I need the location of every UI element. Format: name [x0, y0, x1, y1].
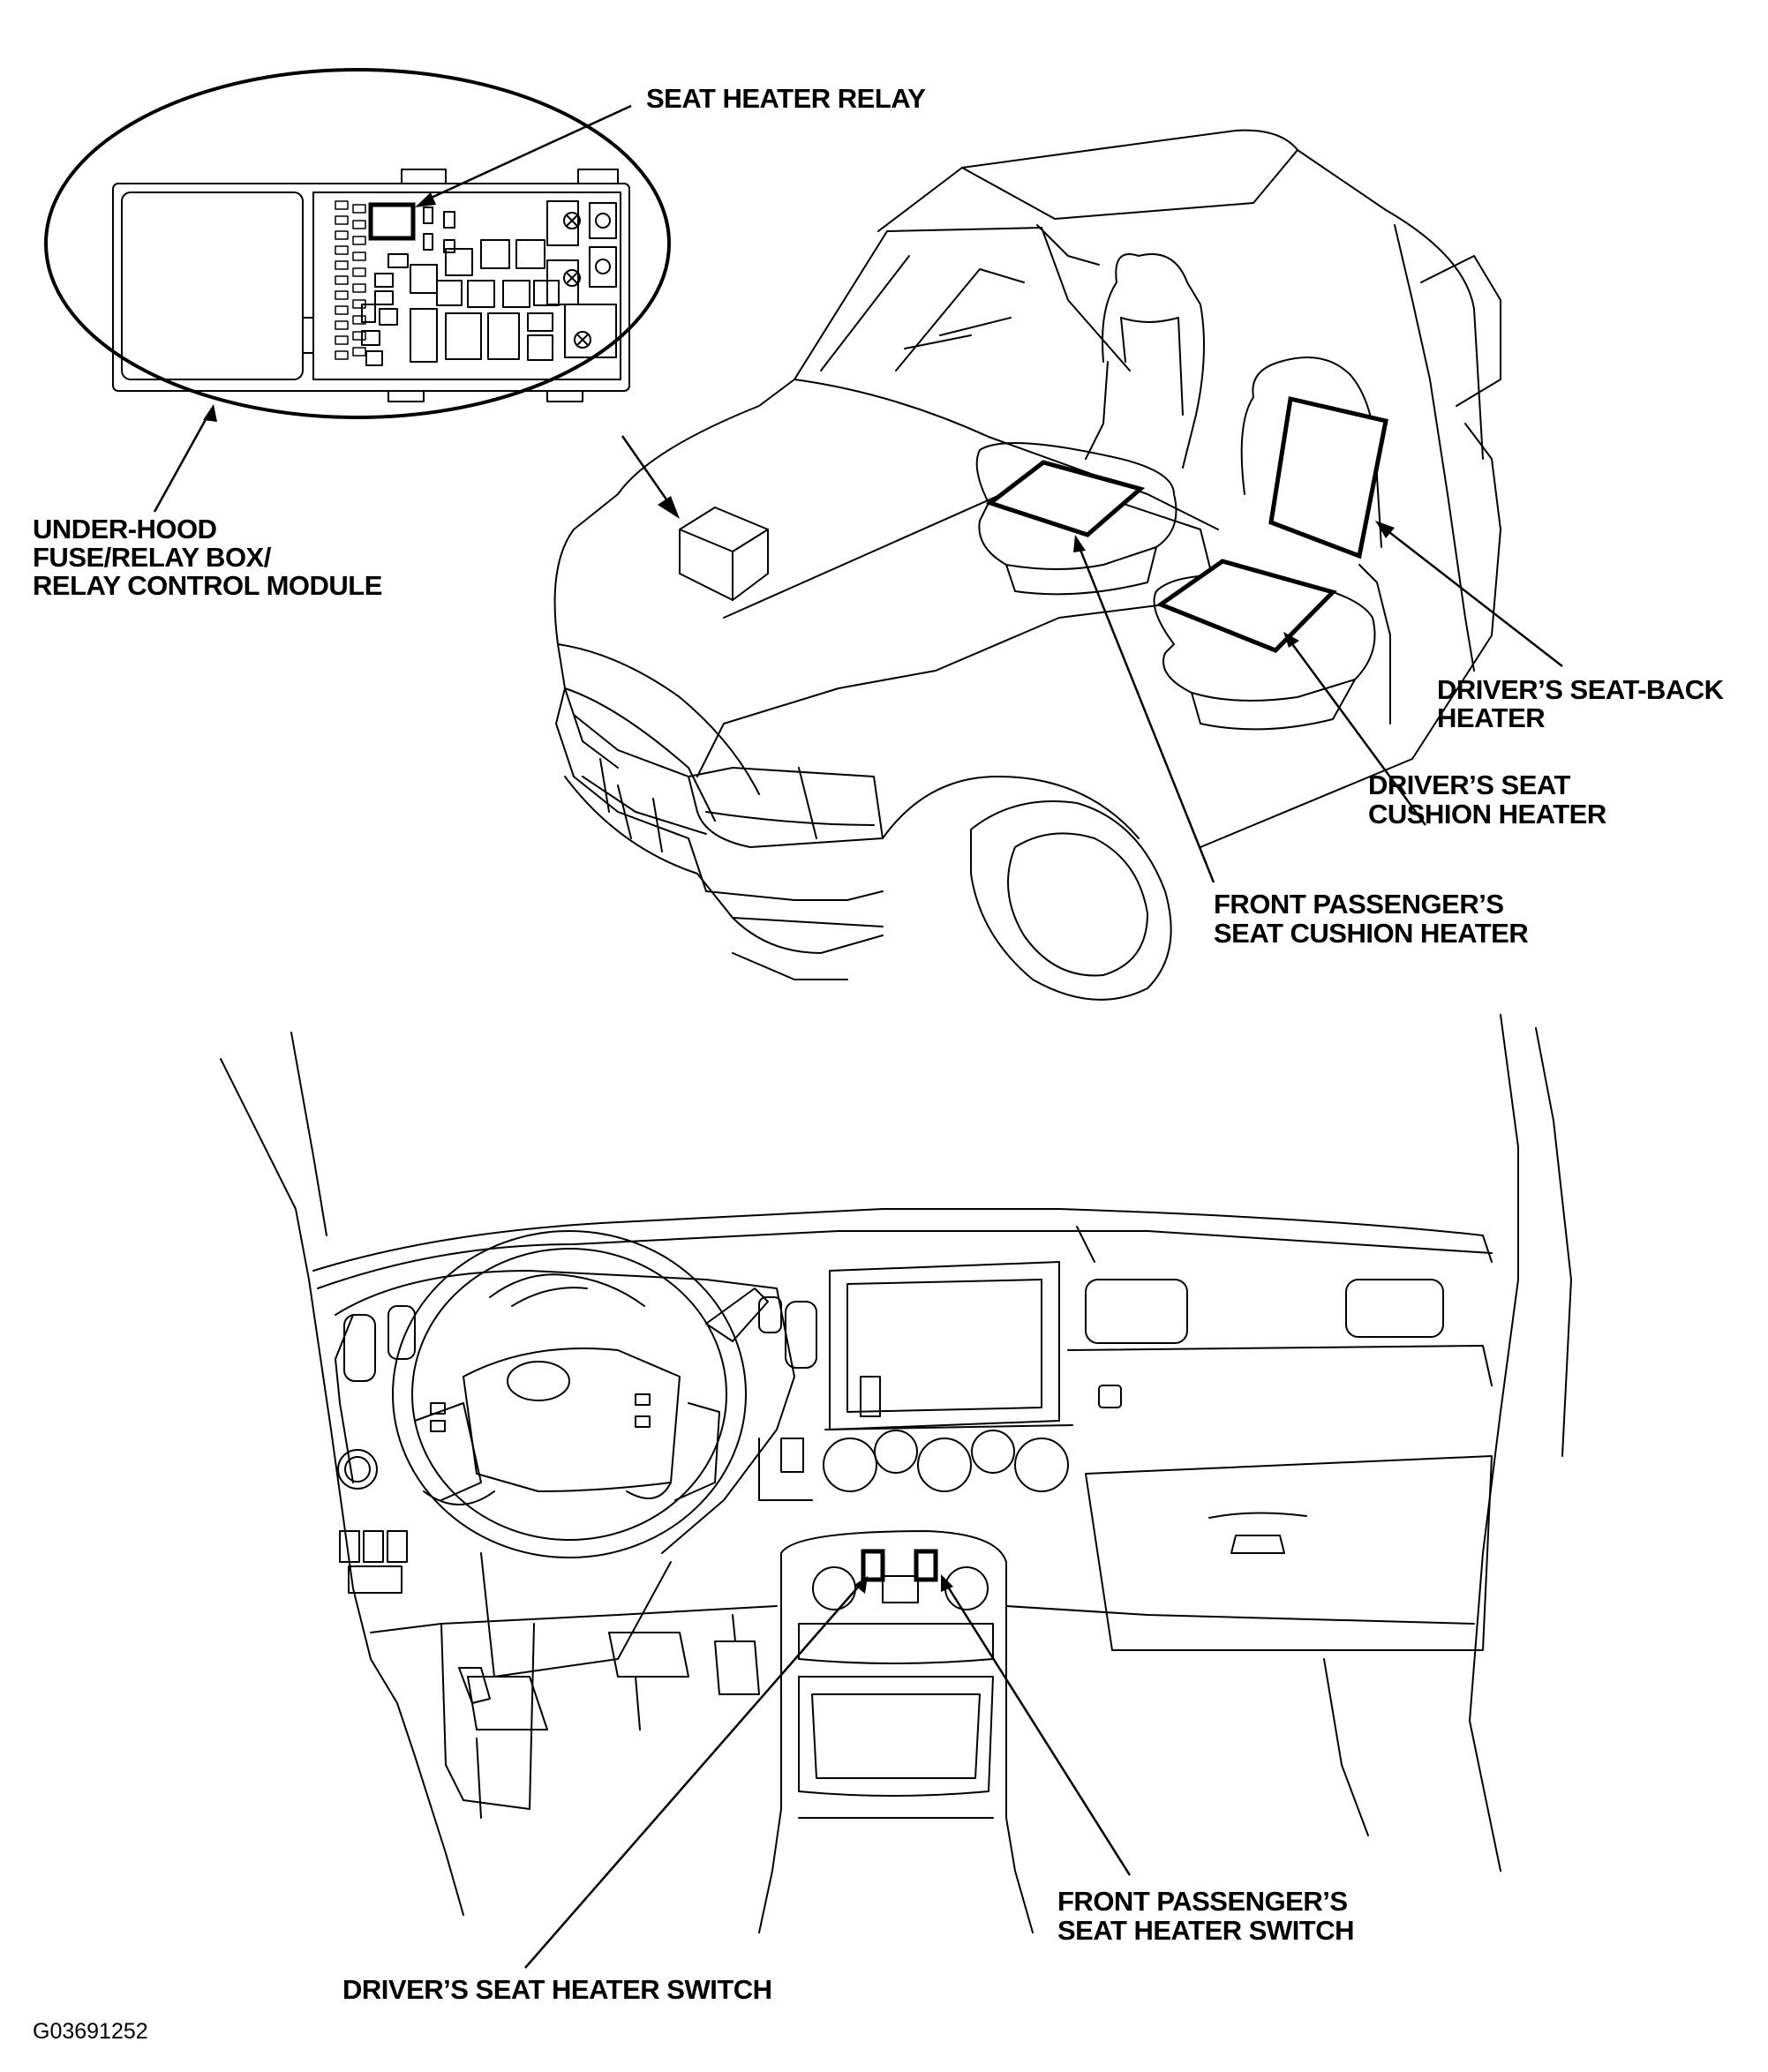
fuse-slots: [335, 200, 366, 360]
dashboard-drawing: [220, 1014, 1572, 1933]
passenger-seat-heater-switch: [914, 1549, 938, 1582]
figure-id: G03691252: [33, 2019, 148, 2044]
inset-ellipse: [44, 68, 671, 419]
fuse-relay-box-inset: [44, 68, 671, 419]
label-passenger-cushion-line2: SEAT CUSHION HEATER: [1214, 918, 1528, 949]
label-driver-cushion-line1: DRIVER’S SEAT: [1368, 769, 1570, 800]
label-driver-switch: DRIVER’S SEAT HEATER SWITCH: [342, 1974, 772, 2005]
label-driver-cushion-line2: CUSHION HEATER: [1368, 799, 1606, 830]
label-seat-back-line2: HEATER: [1437, 702, 1545, 733]
passenger-seat-cushion-heater: [985, 460, 1146, 537]
relay-blocks: [361, 200, 617, 366]
driver-seat-heater-switch: [861, 1549, 885, 1582]
truck-drawing: [553, 129, 1501, 1001]
seat-heater-relay: [368, 202, 416, 241]
label-fuse-box-line1: UNDER-HOOD: [33, 514, 217, 544]
label-seat-heater-relay: SEAT HEATER RELAY: [646, 83, 926, 114]
label-fuse-box-line3: RELAY CONTROL MODULE: [33, 570, 382, 601]
driver-seat-back-heater: [1268, 395, 1388, 559]
fuse-box-drawing: [112, 169, 630, 402]
driver-seat-cushion-heater: [1155, 559, 1337, 653]
label-fuse-box-line2: FUSE/RELAY BOX/: [33, 542, 272, 573]
label-passenger-cushion-line1: FRONT PASSENGER’S: [1214, 889, 1504, 920]
label-passenger-switch-line2: SEAT HEATER SWITCH: [1057, 1915, 1354, 1946]
label-seat-back-line1: DRIVER’S SEAT-BACK: [1437, 674, 1725, 705]
label-passenger-switch-line1: FRONT PASSENGER’S: [1057, 1886, 1348, 1917]
leader-lines: [153, 104, 1563, 1969]
